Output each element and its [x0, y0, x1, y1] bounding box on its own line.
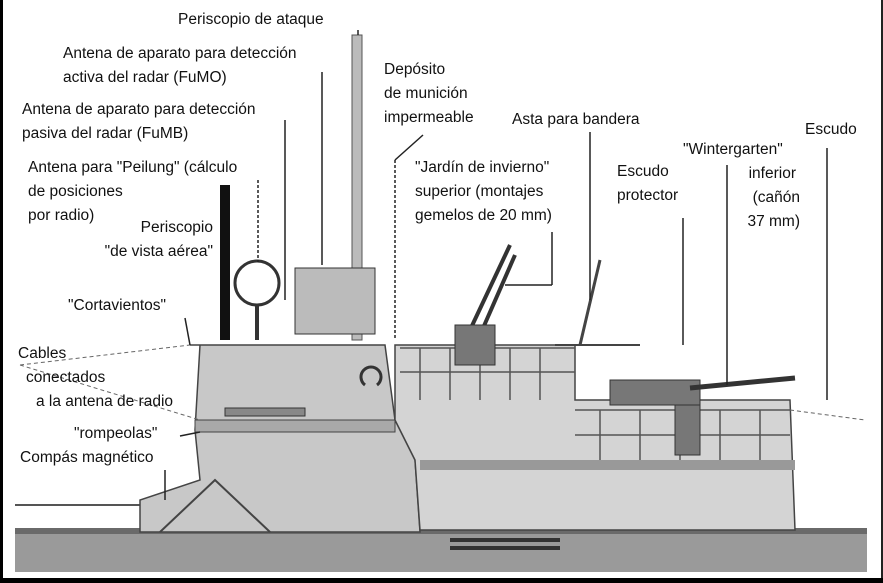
label-line: por radio)	[28, 207, 95, 224]
label-escudo-protector: Escudo protector	[617, 160, 678, 208]
twin-20mm-guns	[454, 244, 517, 366]
rompeolas-plate	[194, 419, 396, 433]
label-line: Antena de aparato para detección	[63, 45, 297, 62]
hull	[15, 532, 867, 572]
sky-periscope	[220, 185, 230, 340]
label-line: "de vista aérea"	[104, 243, 213, 260]
label-line: Escudo	[617, 163, 669, 180]
label-rompeolas: "rompeolas"	[74, 422, 157, 446]
flag-staff	[578, 259, 602, 346]
label-line: Periscopio de ataque	[178, 11, 324, 28]
label-line: impermeable	[384, 109, 474, 126]
label-line: 37 mm)	[747, 213, 800, 230]
label-line: inferior	[748, 165, 796, 182]
label-jardin: "Jardín de invierno" superior (montajes ge…	[415, 156, 552, 228]
label-line: Asta para bandera	[512, 111, 640, 128]
label-line: Periscopio	[140, 219, 213, 236]
label-asta: Asta para bandera	[512, 108, 640, 132]
label-line: Compás magnético	[20, 449, 154, 466]
label-peilung: Antena para "Peilung" (cálculo de posicio…	[28, 156, 237, 228]
label-line: Cables	[18, 345, 67, 362]
label-line: "Wintergarten"	[683, 141, 783, 158]
label-line: "rompeolas"	[74, 425, 158, 442]
lifebuoy	[359, 365, 383, 387]
label-line: Depósito	[384, 61, 446, 78]
label-line: pasiva del radar (FuMB)	[22, 125, 189, 142]
label-line: de posiciones	[28, 183, 123, 200]
label-cables: Cables conectados a la antena de radio	[18, 342, 173, 414]
label-fumo: Antena de aparato para detección activa d…	[63, 42, 297, 90]
label-compas: Compás magnético	[20, 446, 154, 470]
label-wintergarten: "Wintergarten" inferior (cañón 37 mm)	[683, 138, 800, 234]
hull-vents	[450, 538, 560, 550]
df-loop-antenna	[233, 259, 281, 307]
label-line: (cañón	[752, 189, 800, 206]
label-escudo: Escudo	[805, 118, 857, 142]
37mm-gun	[609, 375, 796, 456]
fumo-antenna	[294, 267, 376, 335]
label-periscopio-ataque: Periscopio de ataque	[178, 8, 324, 32]
label-line: conectados	[26, 369, 106, 386]
label-line: Escudo	[805, 121, 857, 138]
wintergarten-deck	[394, 344, 796, 531]
label-periscopio-aereo: Periscopio "de vista aérea"	[60, 216, 213, 264]
label-line: protector	[617, 187, 679, 204]
label-line: Antena para "Peilung" (cálculo	[28, 159, 238, 176]
leader-lines	[164, 30, 828, 500]
label-line: activa del radar (FuMO)	[63, 69, 227, 86]
frame-border	[881, 0, 883, 583]
label-line: a la antena de radio	[36, 393, 174, 410]
label-line: "Jardín de invierno"	[415, 159, 550, 176]
frame-border	[0, 0, 3, 583]
label-line: de munición	[384, 85, 468, 102]
label-line: superior (montajes	[415, 183, 544, 200]
label-line: Antena de aparato para detección	[22, 101, 256, 118]
attack-periscope	[351, 34, 363, 341]
label-cortavientos: "Cortavientos"	[68, 294, 166, 318]
label-deposito: Depósito de munición impermeable	[384, 58, 474, 130]
label-fumb: Antena de aparato para detección pasiva d…	[22, 98, 256, 146]
label-line: "Cortavientos"	[68, 297, 167, 314]
frame-border	[0, 578, 883, 583]
conning-tower	[139, 344, 421, 533]
label-line: gemelos de 20 mm)	[415, 207, 552, 224]
